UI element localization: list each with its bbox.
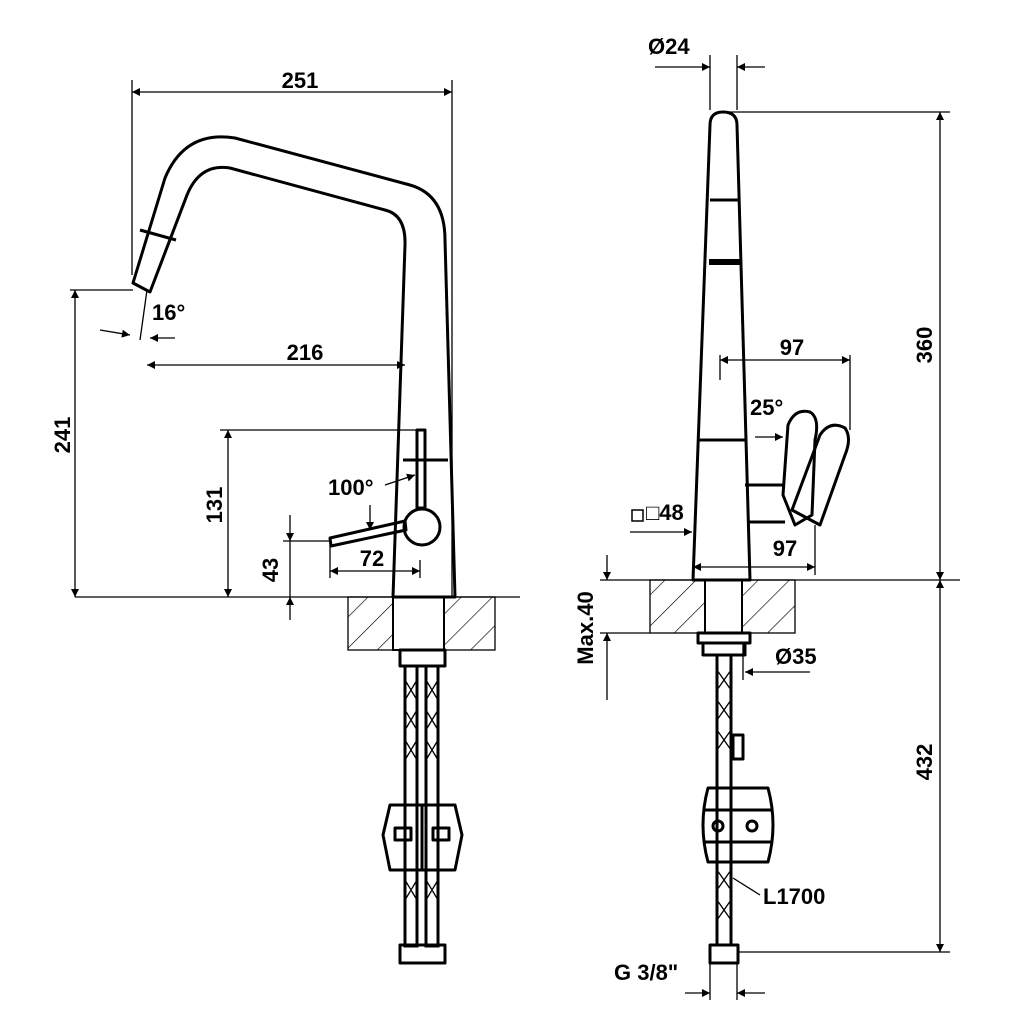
dim-label: 43 bbox=[258, 558, 283, 582]
countertop-section bbox=[75, 596, 520, 651]
dim-100-deg: 100° bbox=[328, 473, 416, 500]
dim-label: 97 bbox=[780, 335, 804, 360]
side-view: 251 16° 216 241 131 100° bbox=[50, 68, 520, 965]
dim-432: 432 bbox=[738, 580, 950, 953]
dim-label: 131 bbox=[202, 487, 227, 524]
dim-72: 72 bbox=[329, 545, 421, 578]
handle-lever bbox=[781, 409, 850, 527]
dim-label: Max.40 bbox=[573, 591, 598, 664]
dim-48-square: □48 bbox=[630, 500, 692, 536]
dim-251: 251 bbox=[131, 68, 453, 597]
dim-241: 241 bbox=[50, 290, 79, 597]
dim-25-deg: 25° bbox=[750, 395, 783, 441]
dim-216: 216 bbox=[147, 340, 405, 369]
dim-131: 131 bbox=[202, 429, 417, 597]
faucet-body bbox=[691, 110, 785, 582]
dim-label: L1700 bbox=[763, 884, 825, 909]
dim-label: □48 bbox=[646, 500, 684, 525]
dim-diameter-24: Ø24 bbox=[648, 34, 765, 110]
dim-97-top: 97 bbox=[719, 335, 851, 430]
dim-label: 97 bbox=[773, 536, 797, 561]
dim-label: G 3/8" bbox=[614, 960, 678, 985]
dim-max-40: Max.40 bbox=[573, 555, 611, 700]
dim-hose-length: L1700 bbox=[732, 877, 825, 909]
connection-hoses bbox=[381, 648, 464, 965]
dim-label: 432 bbox=[912, 744, 937, 781]
dim-label: 16° bbox=[152, 300, 185, 325]
dim-diameter-35: Ø35 bbox=[742, 643, 817, 680]
dim-label: 100° bbox=[328, 475, 374, 500]
dim-label: 241 bbox=[50, 417, 75, 454]
dim-thread: G 3/8" bbox=[614, 960, 765, 1000]
dim-label: 72 bbox=[360, 546, 384, 571]
dim-label: Ø35 bbox=[775, 644, 817, 669]
dim-label: 251 bbox=[282, 68, 319, 93]
dim-label: 25° bbox=[750, 395, 783, 420]
dim-label: 360 bbox=[912, 327, 937, 364]
dim-label: Ø24 bbox=[648, 34, 690, 59]
dim-16-deg: 16° bbox=[70, 289, 185, 342]
connection-hose bbox=[696, 631, 775, 965]
front-view: Ø24 360 97 25° □48 97 bbox=[573, 34, 960, 1000]
countertop-section bbox=[600, 579, 960, 634]
dim-43: 43 bbox=[258, 505, 374, 620]
dim-97-bottom: 97 bbox=[693, 525, 816, 575]
dim-label: 216 bbox=[287, 340, 324, 365]
handle-lever bbox=[328, 428, 442, 548]
dim-360: 360 bbox=[723, 111, 950, 580]
